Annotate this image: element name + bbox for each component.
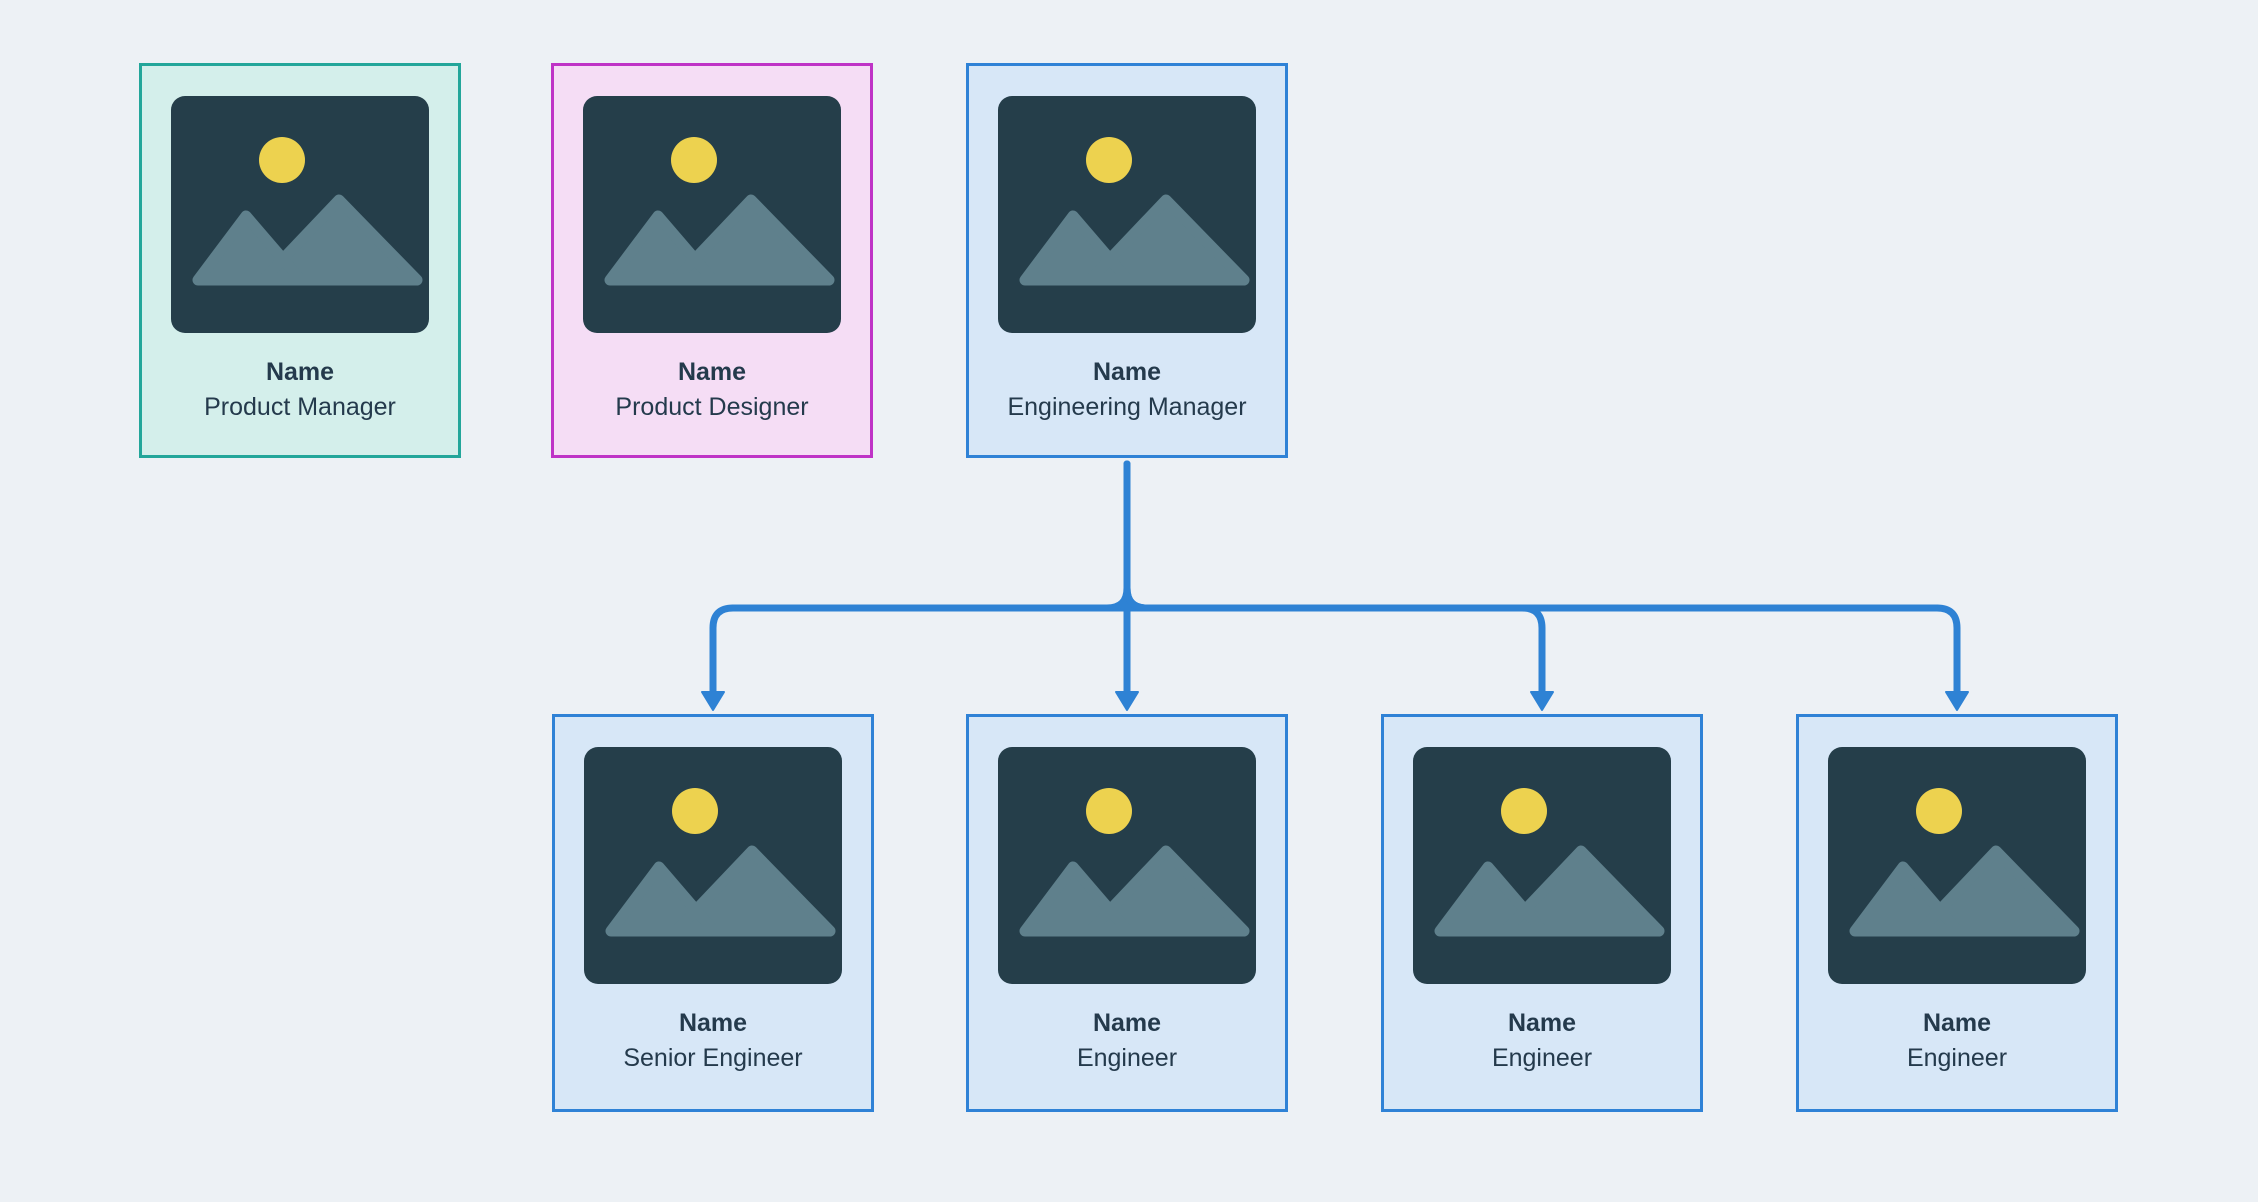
- card-name: Name: [265, 358, 335, 386]
- org-edge-line: [709, 460, 1131, 696]
- connector-arrowhead-icon: [1945, 691, 1969, 711]
- org-edge-line: [1123, 460, 1546, 696]
- sun-icon: [1086, 137, 1132, 183]
- image-placeholder-icon: [171, 96, 429, 333]
- sun-icon: [672, 788, 718, 834]
- mountains-icon: [1019, 194, 1250, 286]
- card-name: Name: [1922, 1009, 1992, 1037]
- placeholder-frame: [998, 747, 1256, 984]
- org-edge-line: [1123, 460, 1961, 696]
- placeholder-frame: [1828, 747, 2086, 984]
- card-role: Engineering Manager: [1007, 393, 1247, 421]
- org-card-engineer-2[interactable]: Name Engineer: [1381, 714, 1703, 1112]
- placeholder-frame: [1413, 747, 1671, 984]
- image-placeholder-icon: [998, 747, 1256, 984]
- sun-icon: [1916, 788, 1962, 834]
- card-name: Name: [1092, 1009, 1162, 1037]
- mountains-icon: [1434, 845, 1665, 937]
- sun-icon: [1501, 788, 1547, 834]
- org-card-product-manager[interactable]: Name Product Manager: [139, 63, 461, 458]
- placeholder-frame: [998, 96, 1256, 333]
- card-name: Name: [677, 358, 747, 386]
- placeholder-frame: [584, 747, 842, 984]
- mountains-icon: [192, 194, 423, 286]
- image-placeholder-icon: [1828, 747, 2086, 984]
- sun-icon: [259, 137, 305, 183]
- image-placeholder-icon: [1413, 747, 1671, 984]
- org-card-engineer-3[interactable]: Name Engineer: [1796, 714, 2118, 1112]
- connector-arrowhead-icon: [701, 691, 725, 711]
- mountains-icon: [1849, 845, 2080, 937]
- sun-icon: [671, 137, 717, 183]
- card-name: Name: [1507, 1009, 1577, 1037]
- card-role: Engineer: [1491, 1044, 1593, 1072]
- connector-arrowhead-icon: [1115, 691, 1139, 711]
- card-role: Engineer: [1906, 1044, 2008, 1072]
- mountains-icon: [605, 845, 836, 937]
- org-card-engineer-1[interactable]: Name Engineer: [966, 714, 1288, 1112]
- org-card-senior-engineer[interactable]: Name Senior Engineer: [552, 714, 874, 1112]
- card-role: Product Designer: [615, 393, 809, 421]
- card-role: Engineer: [1076, 1044, 1178, 1072]
- card-name: Name: [1092, 358, 1162, 386]
- card-role: Senior Engineer: [623, 1044, 803, 1072]
- sun-icon: [1086, 788, 1132, 834]
- org-card-product-designer[interactable]: Name Product Designer: [551, 63, 873, 458]
- connector-arrowhead-icon: [1530, 691, 1554, 711]
- placeholder-frame: [171, 96, 429, 333]
- org-card-engineering-manager[interactable]: Name Engineering Manager: [966, 63, 1288, 458]
- mountains-icon: [604, 194, 835, 286]
- placeholder-frame: [583, 96, 841, 333]
- image-placeholder-icon: [584, 747, 842, 984]
- card-name: Name: [678, 1009, 748, 1037]
- card-role: Product Manager: [204, 393, 396, 421]
- image-placeholder-icon: [583, 96, 841, 333]
- mountains-icon: [1019, 845, 1250, 937]
- image-placeholder-icon: [998, 96, 1256, 333]
